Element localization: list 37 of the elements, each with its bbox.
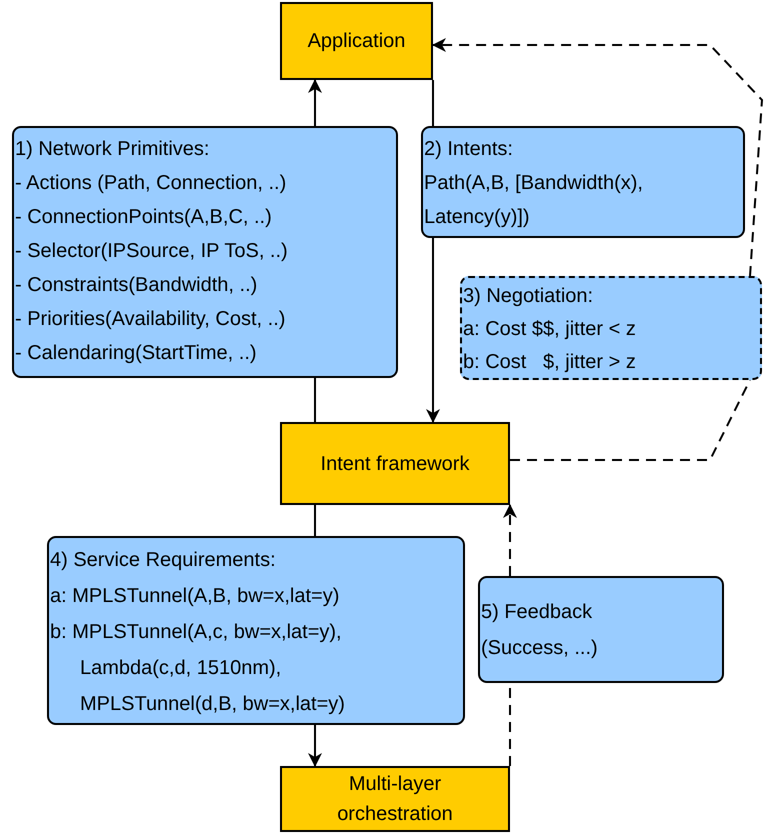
node-text: - Constraints(Bandwidth, ..)	[15, 273, 258, 298]
arrow	[308, 79, 322, 126]
node-text: - Selector(IPSource, IP ToS, ..)	[15, 239, 289, 264]
connector-line	[314, 378, 316, 422]
node-text: a: Cost $$, jitter < z	[463, 317, 637, 342]
note-box	[47, 536, 465, 725]
node-text: a: MPLSTunnel(A,B, bw=x,lat=y)	[50, 584, 340, 609]
node-text: (Success, ...)	[481, 636, 599, 661]
note-heading: 1) Network Primitives:	[15, 137, 210, 162]
note-box	[460, 276, 762, 380]
process-box	[280, 2, 433, 80]
node-text: Application	[308, 29, 406, 54]
node-text: - ConnectionPoints(A,B,C, ..)	[15, 205, 273, 230]
node-text: Path(A,B, [Bandwidth(x), Latency(y)])	[424, 171, 644, 230]
node-text: b: MPLSTunnel(A,c, bw=x,lat=y), Lambda(c,d, 1510nm), MPLSTunnel(d,B, bw=x,lat=y)	[50, 620, 346, 717]
note-heading: 4) Service Requirements:	[50, 548, 277, 573]
connector-line	[510, 380, 751, 461]
arrow	[503, 504, 517, 576]
arrow	[432, 38, 764, 276]
note-box	[421, 126, 745, 238]
node-text: Multi-layer orchestration	[336, 772, 454, 827]
node-text: b: Cost $, jitter > z	[463, 350, 637, 375]
node-text: - Priorities(Availability, Cost, ..)	[15, 307, 286, 332]
note-box	[12, 126, 398, 378]
note-box	[478, 576, 724, 683]
process-box	[280, 766, 510, 832]
arrow	[426, 238, 440, 423]
node-text: - Calendaring(StartTime, ..)	[15, 341, 258, 366]
note-heading: 2) Intents:	[424, 137, 514, 162]
connector-line	[432, 80, 434, 126]
node-text: - Actions (Path, Connection, ..)	[15, 171, 288, 196]
process-box	[280, 422, 510, 505]
connector-line	[314, 505, 316, 536]
node-text: Intent framework	[320, 452, 470, 476]
note-heading: 3) Negotiation:	[463, 284, 594, 309]
arrow	[308, 725, 322, 767]
note-heading: 5) Feedback	[481, 600, 594, 625]
